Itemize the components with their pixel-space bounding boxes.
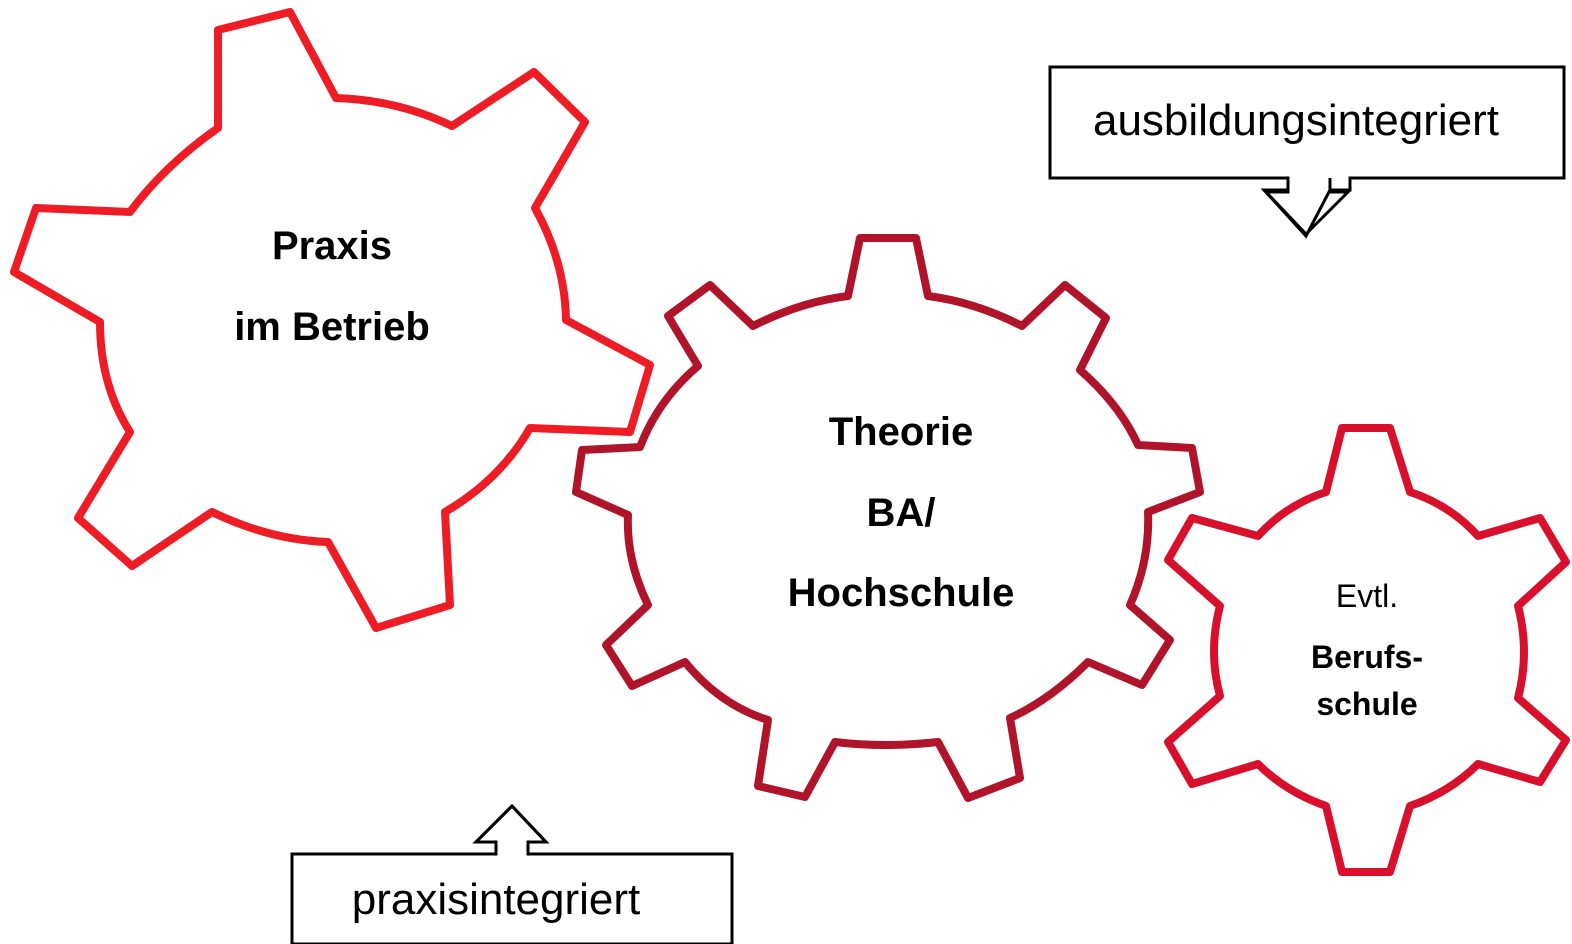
up-arrow-icon (472, 803, 550, 854)
callout-praxisintegriert-label: praxisintegriert (352, 875, 641, 924)
gear-theorie-label-3: Hochschule (788, 571, 1015, 615)
gear-berufsschule-outline (1164, 424, 1570, 876)
gear-praxis-outline (10, 8, 654, 632)
gear-theorie-outline (572, 234, 1204, 802)
down-arrow-icon (1262, 178, 1352, 237)
gear-praxis-label-1: Praxis (272, 224, 392, 268)
gear-theorie-label-2: BA/ (867, 491, 936, 535)
gear-berufsschule: Evtl. Berufs- schule (1164, 424, 1570, 876)
callout-ausbildungsintegriert: ausbildungsintegriert (1048, 65, 1566, 239)
gear-praxis-label-2: im Betrieb (234, 305, 430, 349)
gear-theorie-label-1: Theorie (829, 410, 973, 454)
callout-praxisintegriert: praxisintegriert (290, 803, 734, 944)
gear-berufsschule-label-2: Berufs- (1311, 639, 1423, 675)
gear-praxis: Praxis im Betrieb (10, 8, 654, 632)
gear-berufsschule-label-3: schule (1316, 686, 1417, 722)
callout-ausbildungsintegriert-label: ausbildungsintegriert (1093, 96, 1499, 145)
gear-berufsschule-label-1: Evtl. (1336, 578, 1398, 614)
callout-ausbildungsintegriert-box (1048, 65, 1566, 239)
gear-theorie: Theorie BA/ Hochschule (572, 234, 1204, 802)
